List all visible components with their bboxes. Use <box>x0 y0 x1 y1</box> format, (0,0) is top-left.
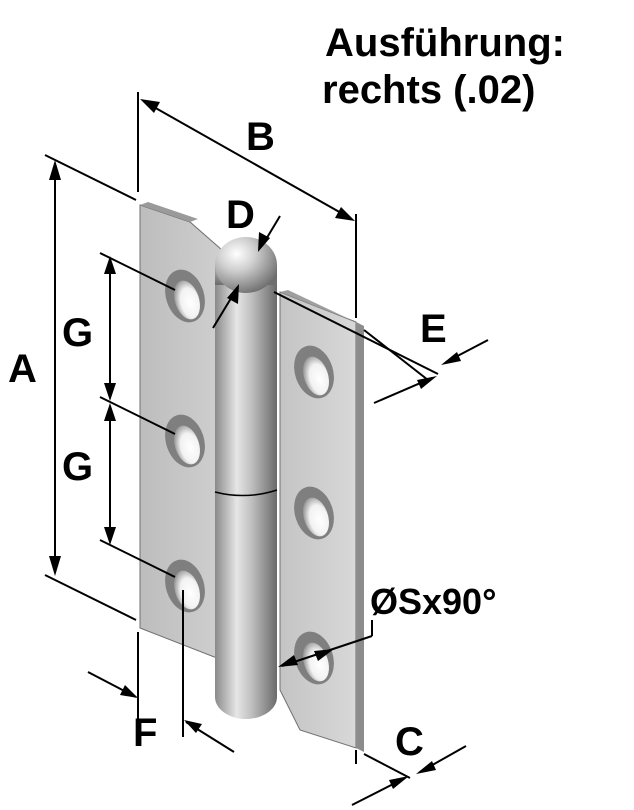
dimension-E <box>273 291 489 404</box>
right-leaf-hole-2 <box>294 486 334 540</box>
dimension-label-B: B <box>246 115 275 159</box>
left-leaf-hole-1 <box>165 269 205 323</box>
dimension-F <box>87 590 235 753</box>
right-leaf-hole-3 <box>294 631 334 685</box>
dimension-label-G-lower: G <box>62 445 93 489</box>
dimension-D <box>212 215 281 329</box>
dimension-C <box>351 745 467 806</box>
title-line-1: Ausführung: <box>325 21 565 65</box>
dimension-S <box>278 620 373 667</box>
left-leaf-hole-2 <box>165 414 205 468</box>
dimension-label-F: F <box>133 711 157 755</box>
dimension-B <box>137 92 357 318</box>
hinge-pin <box>214 265 278 719</box>
hinge-knob <box>215 237 277 293</box>
dimension-label-C: C <box>395 720 424 764</box>
dimension-label-E: E <box>420 307 447 351</box>
dimension-label-A: A <box>8 347 37 391</box>
dimension-G <box>99 252 176 578</box>
title-line-2: rechts (.02) <box>322 68 535 112</box>
right-leaf-hole-1 <box>294 345 334 399</box>
left-leaf-hole-3 <box>165 559 205 613</box>
dimension-label-G-upper: G <box>62 311 93 355</box>
dimension-label-S: ØSx90° <box>370 581 496 622</box>
dimension-A <box>44 154 137 621</box>
dimension-label-D: D <box>226 193 255 237</box>
